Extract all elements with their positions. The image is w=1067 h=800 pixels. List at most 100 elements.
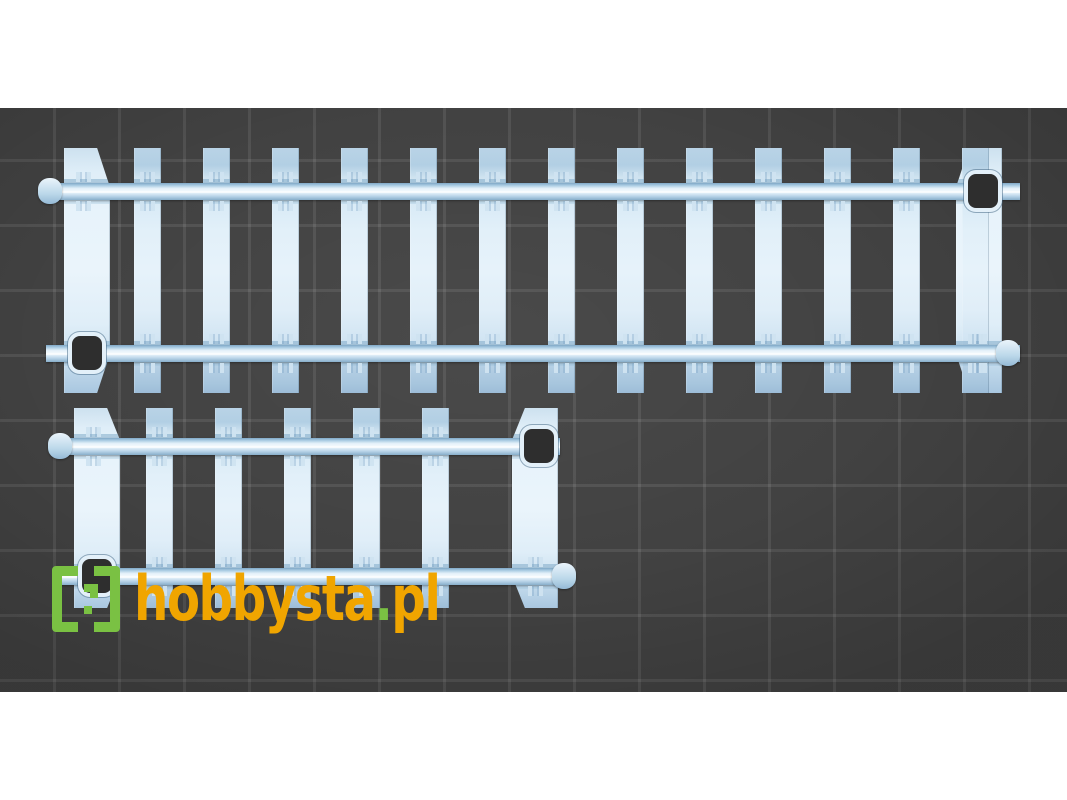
rail-spike-clip: [621, 363, 640, 373]
rail-spike-clip: [966, 334, 985, 344]
rail-spike-clip: [828, 201, 847, 211]
rail-joiner-pin-left-upper: [38, 178, 62, 204]
rail-spike-clip: [357, 456, 376, 466]
rail-spike-clip: [483, 363, 502, 373]
rail-spike-clip: [276, 334, 295, 344]
watermark-text-main: hobbysta: [134, 561, 376, 635]
rail-lower: [46, 345, 1020, 362]
rail-spike-clip: [414, 172, 433, 182]
rail-spike-clip: [288, 586, 307, 596]
rail-highlight: [46, 352, 1020, 355]
rail-spike-clip: [150, 427, 169, 437]
watermark-text-tld: pl: [391, 561, 441, 635]
rail-spike-clip: [288, 427, 307, 437]
rail-spike-clip: [288, 557, 307, 567]
rail-spike-clip: [207, 172, 226, 182]
track-section-long: [38, 148, 1020, 393]
rail-spike-clip: [759, 363, 778, 373]
rail-spike-clip: [207, 334, 226, 344]
rail-spike-clip: [426, 427, 445, 437]
rail-upper: [46, 183, 1020, 200]
rail-spike-clip: [759, 172, 778, 182]
rail-spike-clip: [690, 334, 709, 344]
rail-spike-clip: [483, 172, 502, 182]
rail-spike-clip: [414, 363, 433, 373]
rail-spike-clip: [552, 172, 571, 182]
rail-spike-clip: [426, 586, 445, 596]
rail-spike-clip: [552, 363, 571, 373]
rail-spike-clip: [74, 172, 93, 182]
rail-highlight: [60, 575, 560, 578]
rail-joiner-socket-right-upper: [524, 429, 554, 463]
rail-spike-clip: [414, 334, 433, 344]
letterbox-top: [0, 0, 1067, 108]
rail-spike-clip: [552, 334, 571, 344]
rail-spike-clip: [483, 201, 502, 211]
rail-spike-clip: [621, 201, 640, 211]
rail-spike-clip: [690, 363, 709, 373]
rail-spike-clip: [276, 363, 295, 373]
rail-spike-clip: [219, 456, 238, 466]
rail-spike-clip: [414, 201, 433, 211]
rail-spike-clip: [207, 201, 226, 211]
rail-spike-clip: [276, 201, 295, 211]
rail-spike-clip: [690, 201, 709, 211]
rail-spike-clip: [276, 172, 295, 182]
rail-spike-clip: [345, 201, 364, 211]
rail-spike-clip: [828, 172, 847, 182]
hobbysta-pl-watermark: hobbysta.pl: [48, 562, 526, 636]
watermark-wordmark: hobbysta.pl: [134, 567, 441, 629]
rail-spike-clip: [345, 334, 364, 344]
rail-spike-clip: [759, 201, 778, 211]
rail-spike-clip: [357, 586, 376, 596]
rail-spike-clip: [219, 427, 238, 437]
watermark-text-dot: .: [374, 561, 392, 635]
rail-spike-clip: [897, 172, 916, 182]
track-section-short: [48, 408, 576, 608]
rail-spike-clip: [526, 557, 545, 567]
rail-spike-clip: [138, 172, 157, 182]
rail-spike-clip: [483, 334, 502, 344]
rail-spike-clip: [150, 586, 169, 596]
rail-joiner-pin-left-upper: [48, 433, 72, 459]
rail-spike-clip: [621, 334, 640, 344]
rail-spike-clip: [357, 557, 376, 567]
rail-spike-clip: [526, 586, 545, 596]
rail-spike-clip: [74, 201, 93, 211]
rail-spike-clip: [84, 427, 103, 437]
rail-spike-clip: [345, 363, 364, 373]
rail-spike-clip: [150, 557, 169, 567]
rail-spike-clip: [345, 172, 364, 182]
rail-spike-clip: [219, 586, 238, 596]
rail-spike-clip: [357, 427, 376, 437]
rail-spike-clip: [84, 456, 103, 466]
rail-spike-clip: [759, 334, 778, 344]
rail-spike-clip: [897, 363, 916, 373]
rail-spike-clip: [966, 363, 985, 373]
rail-spike-clip: [621, 172, 640, 182]
rail-joiner-socket-left-lower: [72, 336, 102, 370]
rail-joiner-pin-right-lower: [552, 563, 576, 589]
rail-spike-clip: [150, 456, 169, 466]
rail-upper: [60, 438, 560, 455]
rail-spike-clip: [138, 201, 157, 211]
bracket-logo-icon: [52, 566, 120, 632]
rail-highlight: [46, 190, 1020, 193]
rail-spike-clip: [897, 201, 916, 211]
letterbox-bottom: [0, 692, 1067, 800]
rail-spike-clip: [690, 172, 709, 182]
rail-spike-clip: [552, 201, 571, 211]
rail-spike-clip: [288, 456, 307, 466]
rail-spike-clip: [426, 557, 445, 567]
rail-joiner-pin-right-lower: [996, 340, 1020, 366]
rail-spike-clip: [138, 363, 157, 373]
rail-spike-clip: [828, 363, 847, 373]
render-viewport: [0, 108, 1067, 692]
rail-spike-clip: [897, 334, 916, 344]
rail-lower: [60, 568, 560, 585]
rail-spike-clip: [138, 334, 157, 344]
rail-joiner-socket-right-upper: [968, 174, 998, 208]
rail-highlight: [60, 445, 560, 448]
rail-spike-clip: [426, 456, 445, 466]
